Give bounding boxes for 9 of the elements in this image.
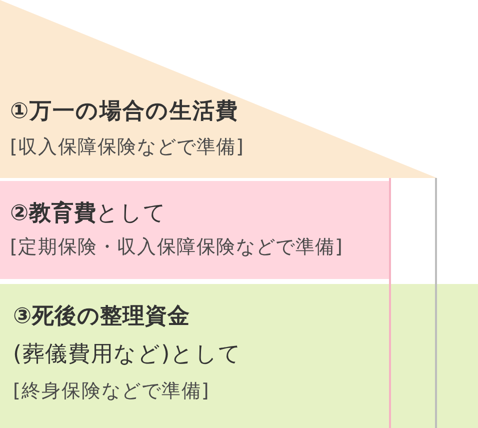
heading-text: ③死後の整理資金 (13, 304, 190, 330)
band-panel (0, 284, 478, 428)
note-text: [定期保険・収入保障保険などで準備] (10, 236, 344, 259)
heading-text: ①万一の場合の生活費 (10, 99, 239, 126)
note-text: [終身保険などで準備] (13, 380, 210, 403)
band-panel (0, 181, 390, 279)
heading-text: ②教育費として (10, 201, 166, 228)
note-text: [収入保障保険などで準備] (10, 136, 244, 159)
subheading-text: (葬儀費用など)として (13, 342, 242, 368)
